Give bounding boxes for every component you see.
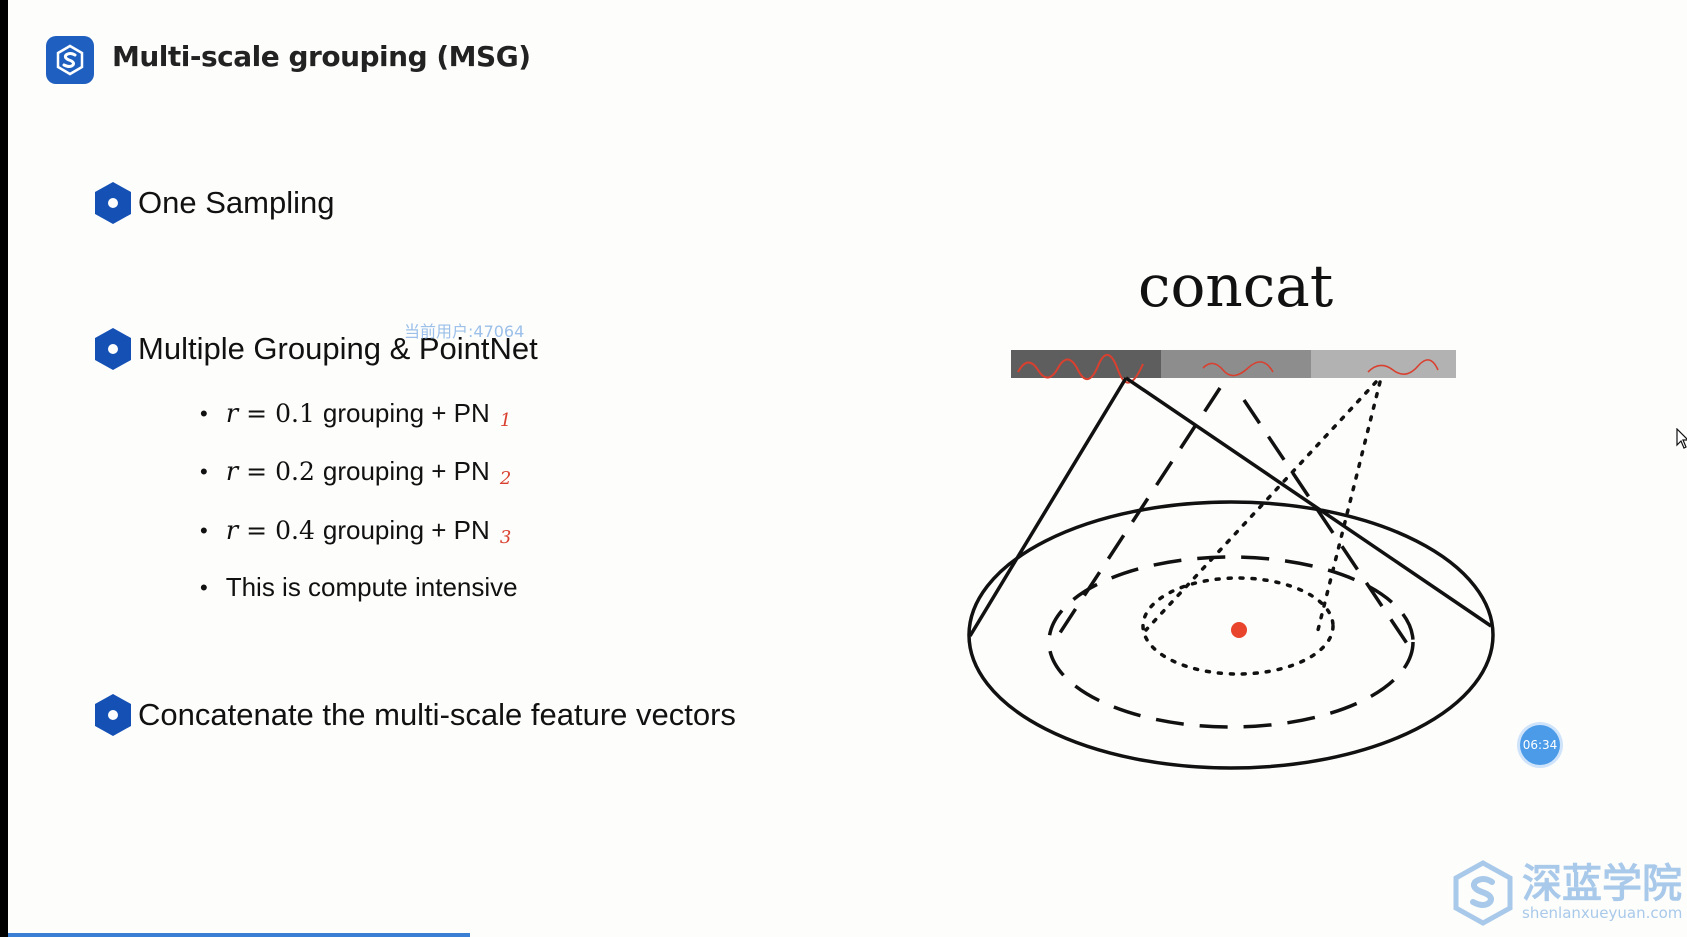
page-title: Multi-scale grouping (MSG)	[112, 40, 531, 73]
sub-bullet-text: This is compute intensive	[225, 572, 518, 602]
brand-logo-icon	[1453, 860, 1513, 926]
hexagon-bullet-icon	[95, 182, 131, 224]
mouse-cursor-icon	[1676, 428, 1687, 449]
sub-bullet-text: grouping + PN	[322, 398, 490, 428]
sub-bullet-text: grouping + PN	[322, 456, 490, 486]
math-value: 0.1	[275, 399, 315, 428]
math-eq: =	[246, 399, 268, 428]
sub-bullet-compute: • This is compute intensive	[200, 572, 518, 603]
bullet-concatenate: Concatenate the multi-scale feature vect…	[92, 692, 736, 738]
handwritten-annotation: 3	[499, 527, 512, 548]
sub-bullet-r04: • r = 0.4 grouping + PN 3	[200, 513, 511, 548]
cone-solid-right	[1125, 376, 1492, 628]
hexagon-bullet-icon	[95, 328, 131, 370]
bullet-dot: •	[200, 517, 208, 543]
bullet-dot: •	[200, 458, 208, 484]
slide: Multi-scale grouping (MSG) One Sampling …	[8, 0, 1687, 937]
math-var: r	[225, 456, 239, 487]
handwritten-annotation: 2	[499, 468, 512, 489]
outer-ellipse	[967, 500, 1495, 770]
brand-text: 深蓝学院 shenlanxueyuan.com	[1522, 864, 1682, 922]
timer-badge[interactable]: 06:34	[1520, 725, 1560, 765]
bullet-multiple-grouping: Multiple Grouping & PointNet	[92, 326, 538, 372]
math-eq: =	[246, 516, 268, 545]
center-point	[1231, 622, 1247, 638]
bullet-one-sampling: One Sampling	[92, 180, 334, 226]
sub-bullet-r02: • r = 0.2 grouping + PN 2	[200, 454, 511, 489]
video-progress-bar[interactable]	[8, 933, 470, 937]
bullet-dot: •	[200, 574, 208, 600]
bullet-label: Concatenate the multi-scale feature vect…	[138, 697, 736, 732]
cone-solid-left	[968, 377, 1128, 637]
math-var: r	[225, 515, 239, 546]
msg-diagram	[967, 350, 1495, 770]
cone-dotted-left	[1144, 380, 1378, 632]
middle-ellipse	[1047, 555, 1415, 729]
handwritten-scribble-1	[1017, 354, 1144, 384]
cone-dotted-right	[1316, 380, 1382, 632]
cone-dashed-right	[1242, 399, 1410, 646]
cone-dashed-left	[1050, 387, 1222, 646]
bullet-label: One Sampling	[138, 185, 335, 220]
hexagon-bullet-icon	[95, 694, 131, 736]
brand-url: shenlanxueyuan.com	[1522, 904, 1683, 922]
handwritten-scribble-2	[1202, 361, 1274, 377]
sub-bullet-r01: • r = 0.1 grouping + PN 1	[200, 396, 511, 431]
brand-watermark: 深蓝学院 shenlanxueyuan.com	[1452, 860, 1682, 926]
diagram-title: concat	[1138, 252, 1334, 320]
sub-bullet-text: grouping + PN	[322, 515, 490, 545]
user-watermark: 当前用户:47064	[404, 322, 525, 341]
brand-name: 深蓝学院	[1522, 861, 1682, 907]
handwritten-annotation: 1	[499, 410, 512, 431]
inner-ellipse	[1141, 576, 1335, 676]
bullet-dot: •	[200, 400, 208, 426]
math-eq: =	[246, 457, 268, 486]
feature-segment-2	[1161, 350, 1311, 378]
math-var: r	[225, 398, 239, 429]
handwritten-scribble-3	[1367, 359, 1439, 375]
math-value: 0.4	[275, 516, 315, 545]
feature-segment-1	[1011, 350, 1161, 378]
bullet-label: Multiple Grouping & PointNet	[138, 331, 538, 366]
logo-icon	[46, 36, 94, 84]
feature-segment-3	[1311, 350, 1456, 378]
math-value: 0.2	[275, 457, 315, 486]
